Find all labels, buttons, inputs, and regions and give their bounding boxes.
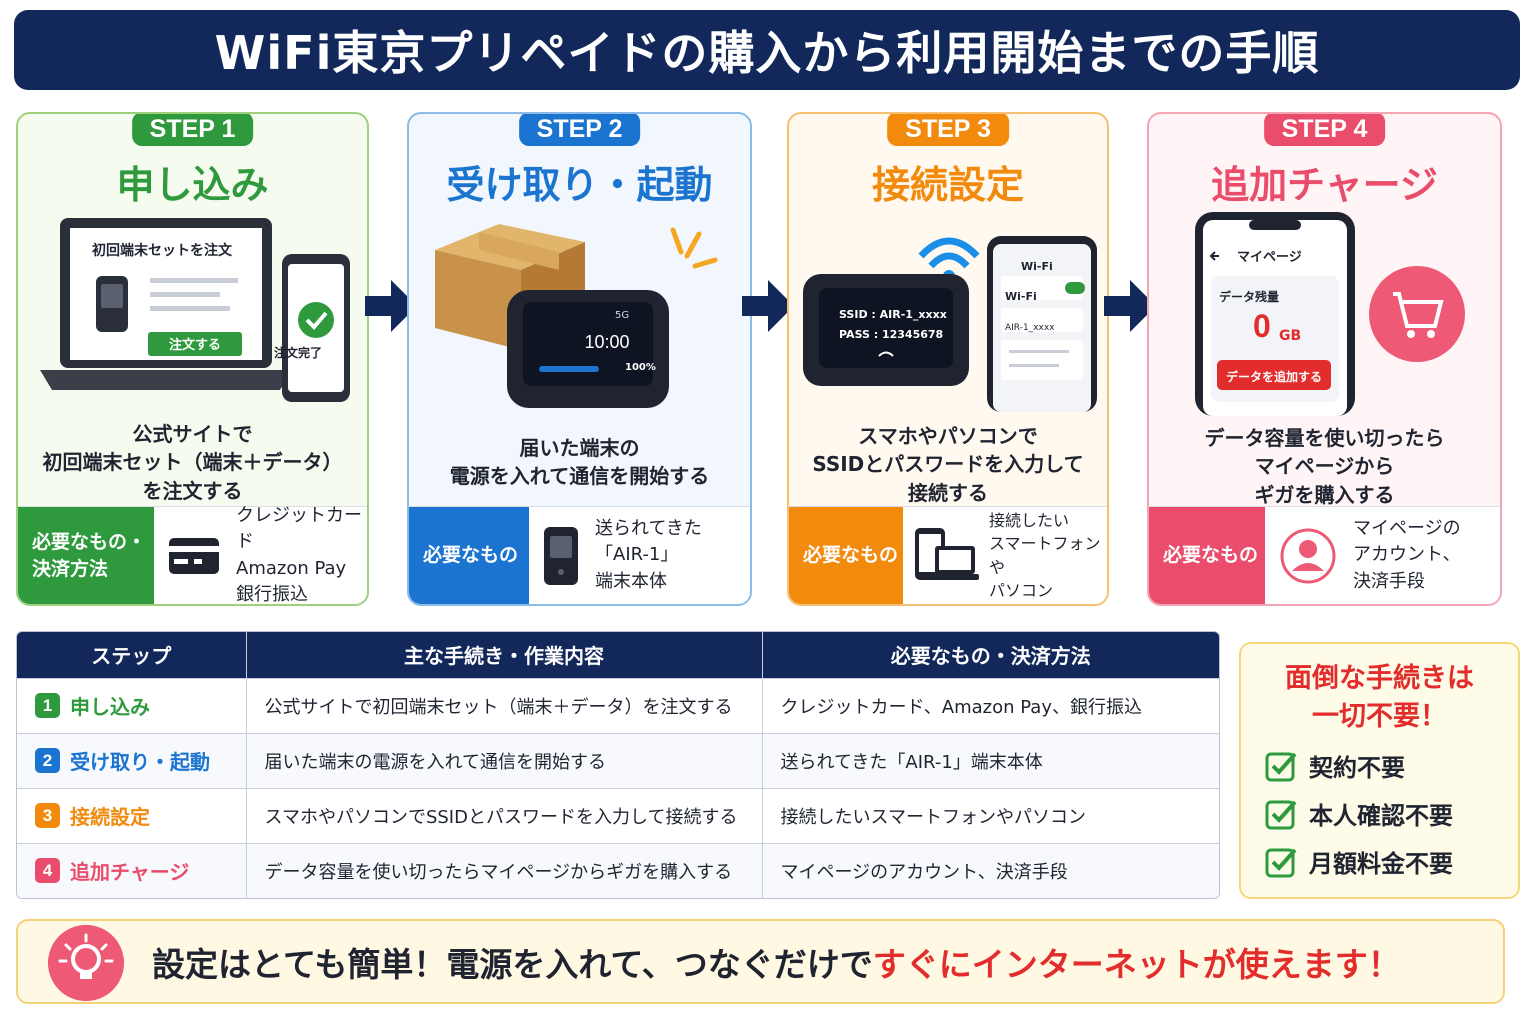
table-row: 4 追加チャージ データ容量を使い切ったらマイページからギガを購入する マイページ… bbox=[17, 842, 1219, 898]
lightbulb-icon bbox=[48, 925, 124, 1001]
no-hassle-box: 面倒な手続きは 一切不要！ 契約不要 本人確認不要 月額料金不要 bbox=[1239, 642, 1520, 899]
order-complete-text: 注文完了 bbox=[273, 346, 322, 360]
router-wifi-phone-illustration bbox=[803, 236, 1097, 412]
no-hassle-title: 面倒な手続きは 一切不要！ bbox=[1285, 663, 1474, 733]
no-hassle-item-label: 本人確認不要 bbox=[1309, 802, 1453, 830]
step-1-need-row: 必要なもの・ 決済方法 クレジットカード Amazon Pay 銀行振込 bbox=[18, 505, 367, 605]
arrow-right-icon bbox=[365, 280, 417, 332]
phone-wifi-header: Wi-Fi bbox=[1021, 260, 1053, 273]
no-hassle-item-label: 月額料金不要 bbox=[1309, 850, 1453, 878]
credit-card-icon bbox=[169, 537, 219, 574]
table-need-cell: マイページのアカウント、決済手段 bbox=[761, 842, 1219, 898]
step-4-need-row: 必要なもの マイページの アカウント、 決済手段 bbox=[1149, 506, 1500, 604]
user-account-icon bbox=[1280, 528, 1336, 583]
table-action-cell: スマホやパソコンでSSIDとパスワードを入力して接続する bbox=[245, 787, 762, 843]
step-4-card: STEP 4 追加チャージ マイページ データ残量 0 GB データを追加する … bbox=[1147, 112, 1502, 606]
step-1-need-label: 必要なもの・ 決済方法 bbox=[18, 507, 154, 604]
wifi-network-item[interactable]: AIR-1_xxxx bbox=[1005, 323, 1055, 333]
banner-message: 設定はとても簡単！電源を入れて、つなぐだけですぐにインターネットが使えます！ bbox=[152, 921, 1401, 1002]
order-screen-heading: 初回端末セットを注文 bbox=[92, 243, 232, 259]
step-2-need-row: 必要なもの 送られてきた 「AIR-1」 端末本体 bbox=[409, 506, 750, 604]
page-title-bar: WiFi東京プリペイドの購入から利用開始までの手順 bbox=[14, 10, 1520, 90]
step-4-title: 追加チャージ bbox=[1211, 163, 1438, 207]
router-time: 10:00 bbox=[584, 332, 630, 352]
step-3-badge: STEP 3 bbox=[887, 114, 1009, 146]
mypage-title: マイページ bbox=[1237, 250, 1302, 265]
step-1-badge: STEP 1 bbox=[131, 114, 254, 146]
router-network-label: 5G bbox=[615, 310, 630, 321]
step-1-card: STEP 1 申し込み 初回端末セットを注文 注文する 注文完了 公式サイトで … bbox=[16, 112, 369, 606]
laptop-order-illustration bbox=[40, 218, 350, 402]
step-2-description: 届いた端末の 電源を入れて通信を開始する bbox=[449, 436, 710, 489]
table-action-cell: 届いた端末の電源を入れて通信を開始する bbox=[245, 732, 762, 788]
table-action-cell: 公式サイトで初回端末セット（端末＋データ）を注文する bbox=[245, 677, 762, 733]
step-3-card: STEP 3 接続設定 SSID : AIR-1_xxxx PASS : 123… bbox=[787, 112, 1109, 606]
table-action-cell: データ容量を使い切ったらマイページからギガを購入する bbox=[245, 842, 762, 898]
box-and-router-illustration bbox=[435, 224, 718, 408]
step-2-title: 受け取り・起動 bbox=[446, 163, 713, 207]
table-row: 1 申し込み 公式サイトで初回端末セット（端末＋データ）を注文する クレジットカー… bbox=[17, 677, 1219, 733]
table-step-name: 接続設定 bbox=[70, 805, 150, 829]
data-remaining-label: データ残量 bbox=[1219, 290, 1280, 304]
step-3-need-row: 必要なもの 接続したい スマートフォンや パソコン bbox=[789, 506, 1107, 604]
table-need-cell: クレジットカード、Amazon Pay、銀行振込 bbox=[761, 677, 1219, 733]
arrow-right-icon bbox=[742, 280, 794, 332]
no-hassle-item: 月額料金不要 bbox=[1265, 844, 1453, 879]
table-header-step: ステップ bbox=[17, 632, 246, 678]
no-hassle-item: 本人確認不要 bbox=[1265, 796, 1453, 831]
step-number-badge: 3 bbox=[35, 803, 60, 828]
step-number-badge: 1 bbox=[35, 693, 60, 718]
page-title: WiFi東京プリペイドの購入から利用開始までの手順 bbox=[214, 26, 1320, 80]
mypage-phone-illustration bbox=[1195, 212, 1465, 416]
step-number-badge: 4 bbox=[35, 858, 60, 884]
arrow-right-icon bbox=[1104, 280, 1156, 332]
step-2-card: STEP 2 受け取り・起動 5G 10:00 100% 届いた端末の 電源を入… bbox=[407, 112, 752, 606]
router-password: PASS : 12345678 bbox=[839, 328, 944, 341]
step-4-need-text: マイページの アカウント、 決済手段 bbox=[1353, 518, 1461, 592]
add-data-button[interactable]: データを追加する bbox=[1225, 370, 1322, 384]
step-3-description: スマホやパソコンで SSIDとパスワードを入力して 接続する bbox=[812, 424, 1084, 505]
checkbox-check-icon bbox=[1265, 752, 1297, 781]
checkbox-check-icon bbox=[1265, 800, 1297, 829]
step-1-title: 申し込み bbox=[116, 163, 269, 207]
step-4-need-label: 必要なもの bbox=[1149, 507, 1265, 604]
banner-text-main: 設定はとても簡単！電源を入れて、つなぐだけで bbox=[152, 944, 873, 984]
step-3-need-label: 必要なもの bbox=[789, 507, 903, 604]
phone-and-pc-icon bbox=[915, 527, 979, 580]
no-hassle-item-label: 契約不要 bbox=[1309, 754, 1405, 782]
step-2-badge: STEP 2 bbox=[518, 114, 641, 146]
table-row: 3 接続設定 スマホやパソコンでSSIDとパスワードを入力して接続する 接続したい… bbox=[17, 787, 1219, 843]
table-row: 2 受け取り・起動 届いた端末の電源を入れて通信を開始する 送られてきた「AIR-… bbox=[17, 732, 1219, 788]
step-2-need-label: 必要なもの bbox=[409, 507, 529, 604]
router-device-icon bbox=[544, 526, 578, 585]
step-1-description: 公式サイトで 初回端末セット（端末＋データ） を注文する bbox=[42, 422, 343, 503]
table-step-name: 受け取り・起動 bbox=[70, 750, 210, 774]
bottom-banner: 設定はとても簡単！電源を入れて、つなぐだけですぐにインターネットが使えます！ bbox=[16, 919, 1505, 1004]
no-hassle-item: 契約不要 bbox=[1265, 748, 1405, 783]
data-remaining-unit: GB bbox=[1279, 328, 1302, 344]
step-3-title: 接続設定 bbox=[871, 163, 1024, 207]
wifi-toggle-label[interactable]: Wi-Fi bbox=[1005, 290, 1037, 303]
table-step-name: 追加チャージ bbox=[70, 860, 190, 885]
steps-summary-table: ステップ 主な手続き・作業内容 必要なもの・決済方法 1 申し込み 公式サイトで初… bbox=[16, 631, 1220, 899]
data-remaining-value: 0 bbox=[1253, 308, 1271, 344]
step-1-need-text: クレジットカード Amazon Pay 銀行振込 bbox=[236, 505, 362, 605]
table-header-action: 主な手続き・作業内容 bbox=[245, 632, 762, 678]
checkbox-check-icon bbox=[1265, 848, 1297, 877]
table-step-name: 申し込み bbox=[70, 695, 150, 719]
table-need-cell: 接続したいスマートフォンやパソコン bbox=[761, 787, 1219, 843]
order-button[interactable]: 注文する bbox=[168, 338, 221, 353]
step-4-description: データ容量を使い切ったら マイページから ギガを購入する bbox=[1204, 426, 1445, 507]
step-4-badge: STEP 4 bbox=[1263, 114, 1386, 146]
router-ssid: SSID : AIR-1_xxxx bbox=[839, 308, 947, 321]
banner-text-highlight: すぐにインターネットが使えます！ bbox=[872, 944, 1401, 984]
step-3-need-text: 接続したい スマートフォンや パソコン bbox=[989, 511, 1101, 600]
step-number-badge: 2 bbox=[35, 748, 60, 773]
router-battery: 100% bbox=[625, 362, 656, 373]
step-2-need-text: 送られてきた 「AIR-1」 端末本体 bbox=[595, 518, 702, 592]
table-need-cell: 送られてきた「AIR-1」端末本体 bbox=[761, 732, 1219, 788]
table-header-need: 必要なもの・決済方法 bbox=[761, 632, 1219, 678]
